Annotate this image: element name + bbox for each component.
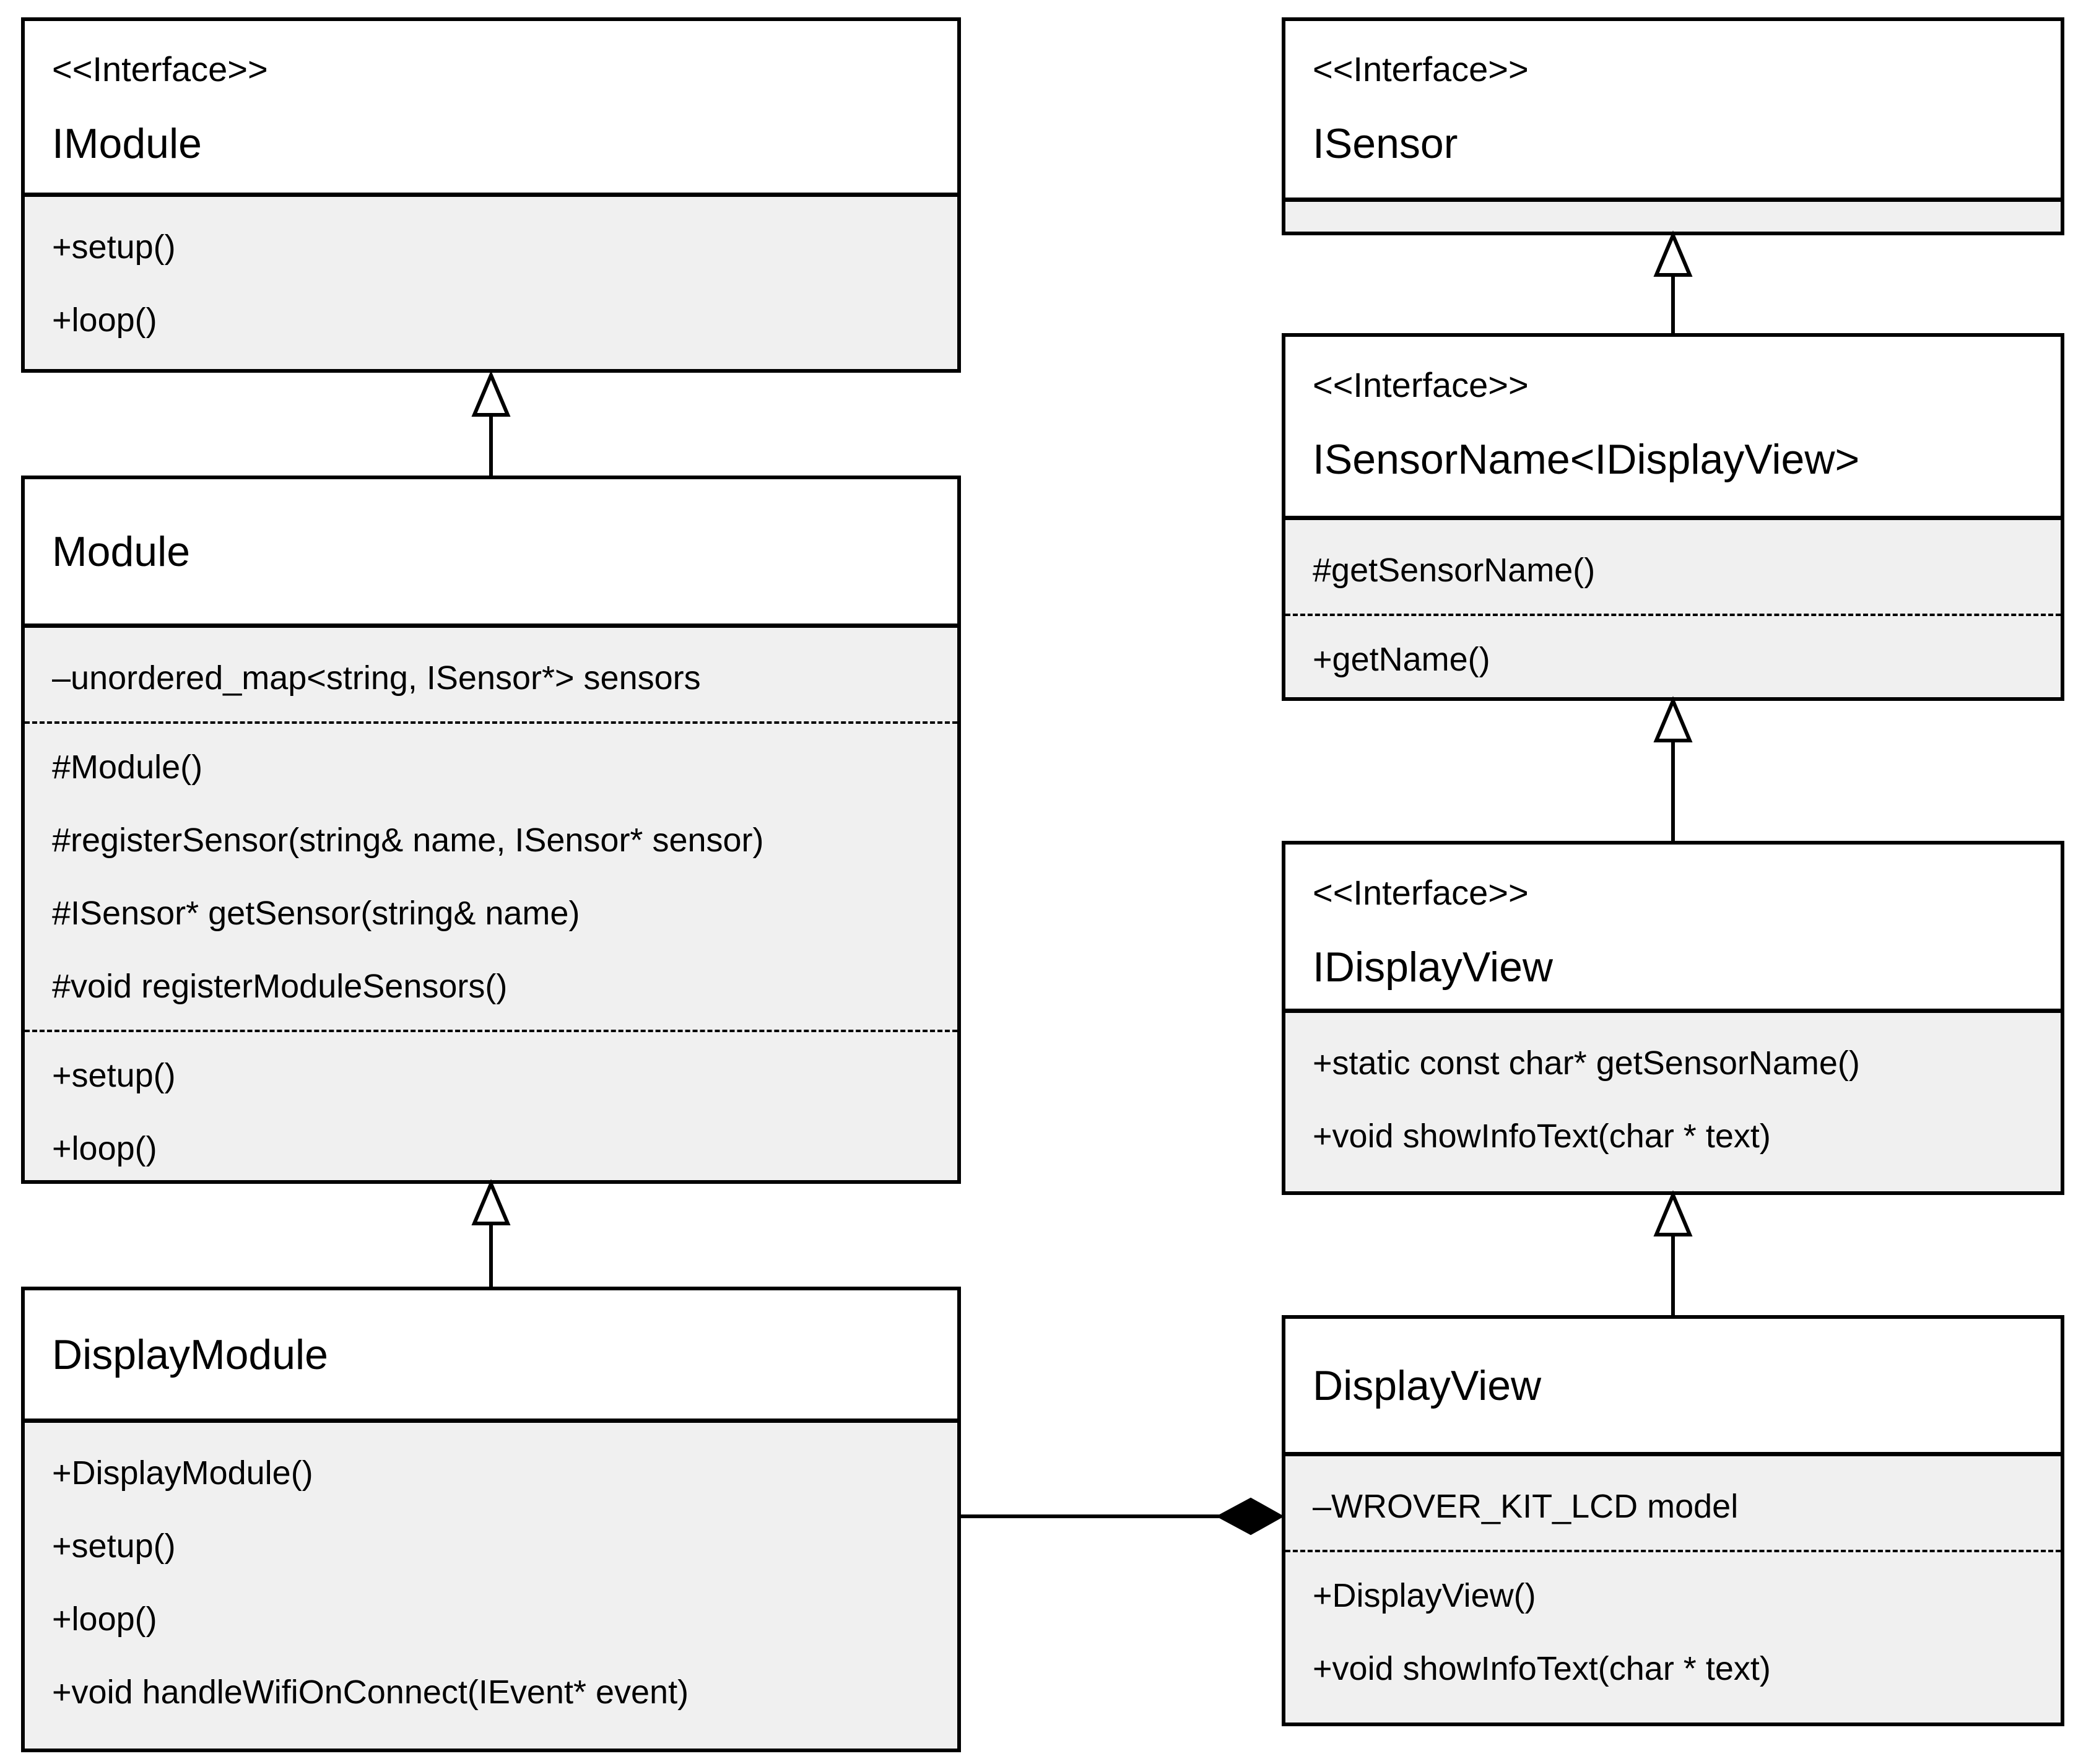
- stereotype-label: <<Interface>>: [1313, 365, 1529, 404]
- class-members-displayview: –WROVER_KIT_LCD model +DisplayView() +vo…: [1285, 1456, 2061, 1705]
- generalization-arrow-displayview-to-idisplayview: [1653, 1190, 1693, 1315]
- class-header-displayview: DisplayView: [1285, 1319, 2061, 1456]
- stereotype-label: <<Interface>>: [1313, 873, 1529, 912]
- member-row: –WROVER_KIT_LCD model: [1313, 1488, 1739, 1525]
- generalization-arrow-idisplayview-to-isensorname: [1653, 696, 1693, 841]
- class-members-idisplayview: +static const char* getSensorName() +voi…: [1285, 1013, 2061, 1173]
- class-members-displaymodule: +DisplayModule() +setup() +loop() +void …: [25, 1423, 957, 1729]
- member-row: +void showInfoText(char * text): [1313, 1650, 1771, 1687]
- member-row: +getName(): [1313, 641, 1490, 678]
- class-header-idisplayview: <<Interface>> IDisplayView: [1285, 845, 2061, 1013]
- class-box-imodule: <<Interface>> IModule +setup() +loop(): [21, 17, 961, 373]
- member-row: #getSensorName(): [1313, 552, 1596, 589]
- class-header-isensorname: <<Interface>> ISensorName<IDisplayView>: [1285, 337, 2061, 520]
- class-name-idisplayview: IDisplayView: [1313, 944, 1554, 991]
- class-header-displaymodule: DisplayModule: [25, 1290, 957, 1423]
- member-row: +setup(): [52, 1527, 176, 1565]
- class-box-isensor: <<Interface>> ISensor: [1282, 17, 2064, 235]
- member-row: #registerSensor(string& name, ISensor* s…: [52, 822, 764, 859]
- class-name-displaymodule: DisplayModule: [52, 1331, 328, 1378]
- stereotype-label: <<Interface>>: [52, 50, 268, 89]
- member-row: +DisplayView(): [1313, 1577, 1536, 1614]
- member-row: –unordered_map<string, ISensor*> sensors: [52, 659, 701, 697]
- member-row: +DisplayModule(): [52, 1454, 313, 1492]
- generalization-arrow-module-to-imodule: [471, 370, 511, 476]
- class-name-displayview: DisplayView: [1313, 1362, 1542, 1409]
- generalization-arrow-displaymodule-to-module: [471, 1179, 511, 1287]
- class-members-isensorname: #getSensorName() +getName(): [1285, 520, 2061, 696]
- stereotype-label: <<Interface>>: [1313, 50, 1529, 89]
- member-row: +loop(): [52, 1130, 157, 1167]
- class-name-imodule: IModule: [52, 120, 202, 167]
- member-row: #Module(): [52, 749, 203, 786]
- class-members-isensor: [1285, 202, 2061, 215]
- member-row: +loop(): [52, 1601, 157, 1638]
- class-header-imodule: <<Interface>> IModule: [25, 21, 957, 197]
- member-row: +void handleWifiOnConnect(IEvent* event): [52, 1674, 689, 1711]
- class-box-displayview: DisplayView –WROVER_KIT_LCD model +Displ…: [1282, 1315, 2064, 1726]
- member-separator: [1285, 614, 2061, 616]
- class-name-module: Module: [52, 528, 191, 575]
- member-row: +void showInfoText(char * text): [1313, 1118, 1771, 1155]
- member-separator: [1285, 1550, 2061, 1552]
- composition-link-displaymodule-displayview: [961, 1497, 1285, 1536]
- member-row: #ISensor* getSensor(string& name): [52, 895, 580, 932]
- member-row: +setup(): [52, 1057, 176, 1094]
- class-box-module: Module –unordered_map<string, ISensor*> …: [21, 476, 961, 1184]
- class-name-isensorname: ISensorName<IDisplayView>: [1313, 436, 1860, 483]
- class-name-isensor: ISensor: [1313, 120, 1458, 167]
- member-separator: [25, 721, 957, 724]
- class-box-idisplayview: <<Interface>> IDisplayView +static const…: [1282, 841, 2064, 1195]
- class-header-isensor: <<Interface>> ISensor: [1285, 21, 2061, 202]
- member-separator: [25, 1030, 957, 1032]
- member-row: +setup(): [52, 228, 176, 266]
- member-row: +static const char* getSensorName(): [1313, 1045, 1860, 1082]
- generalization-arrow-isensorname-to-isensor: [1653, 230, 1693, 333]
- member-row: #void registerModuleSensors(): [52, 968, 508, 1005]
- class-members-imodule: +setup() +loop(): [25, 197, 957, 357]
- class-box-isensorname: <<Interface>> ISensorName<IDisplayView> …: [1282, 333, 2064, 701]
- class-box-displaymodule: DisplayModule +DisplayModule() +setup() …: [21, 1287, 961, 1752]
- class-header-module: Module: [25, 479, 957, 628]
- class-members-module: –unordered_map<string, ISensor*> sensors…: [25, 628, 957, 1185]
- member-row: +loop(): [52, 302, 157, 339]
